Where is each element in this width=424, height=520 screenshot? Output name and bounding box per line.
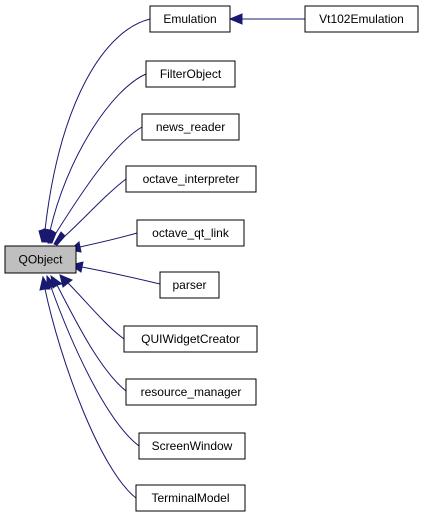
node-screenwindow-label: ScreenWindow [152,439,233,453]
node-vt102emulation-label: Vt102Emulation [319,12,404,26]
node-parser[interactable]: parser [159,271,220,299]
edges [44,18,305,499]
node-parser-label: parser [172,278,206,292]
node-vt102emulation[interactable]: Vt102Emulation [304,5,419,33]
node-news-reader[interactable]: news_reader [141,113,240,141]
node-octave-interpreter-label: octave_interpreter [143,172,240,186]
edge-octave-interpreter-to-qobject [64,178,127,237]
node-emulation-label: Emulation [163,12,216,26]
arrowhead-quiwidgetcreator [59,274,73,288]
node-qobject[interactable]: QObject [4,245,77,274]
node-qobject-label: QObject [18,253,63,267]
edge-filterobject-to-qobject [49,73,147,232]
node-octave-qt-link[interactable]: octave_qt_link [136,219,245,247]
arrowhead-terminalmodel [39,275,51,291]
node-quiwidgetcreator[interactable]: QUIWidgetCreator [123,325,258,353]
node-quiwidgetcreator-label: QUIWidgetCreator [141,332,240,346]
node-terminalmodel[interactable]: TerminalModel [135,484,246,512]
node-news-reader-label: news_reader [156,120,225,134]
edge-quiwidgetcreator-to-qobject [67,282,125,340]
edge-octave-qt-link-to-qobject [79,232,138,248]
node-filterobject[interactable]: FilterObject [145,60,236,88]
node-screenwindow[interactable]: ScreenWindow [138,432,246,460]
node-octave-qt-link-label: octave_qt_link [152,226,230,240]
edge-parser-to-qobject [81,266,161,285]
node-resource-manager-label: resource_manager [141,385,242,399]
edge-emulation-to-qobject [44,18,151,231]
arrowhead-octave-interpreter [53,231,66,246]
edge-resource-manager-to-qobject [56,284,127,392]
node-terminalmodel-label: TerminalModel [151,491,229,505]
edge-news-reader-to-qobject [55,126,143,234]
arrowhead-vt102emulation [228,13,243,25]
arrowhead-news-reader [47,229,57,244]
node-octave-interpreter[interactable]: octave_interpreter [125,165,257,193]
node-filterobject-label: FilterObject [160,67,222,81]
edge-screenwindow-to-qobject [50,286,140,447]
edge-terminalmodel-to-qobject [44,288,137,499]
node-emulation[interactable]: Emulation [149,5,231,33]
node-resource-manager[interactable]: resource_manager [125,378,257,406]
